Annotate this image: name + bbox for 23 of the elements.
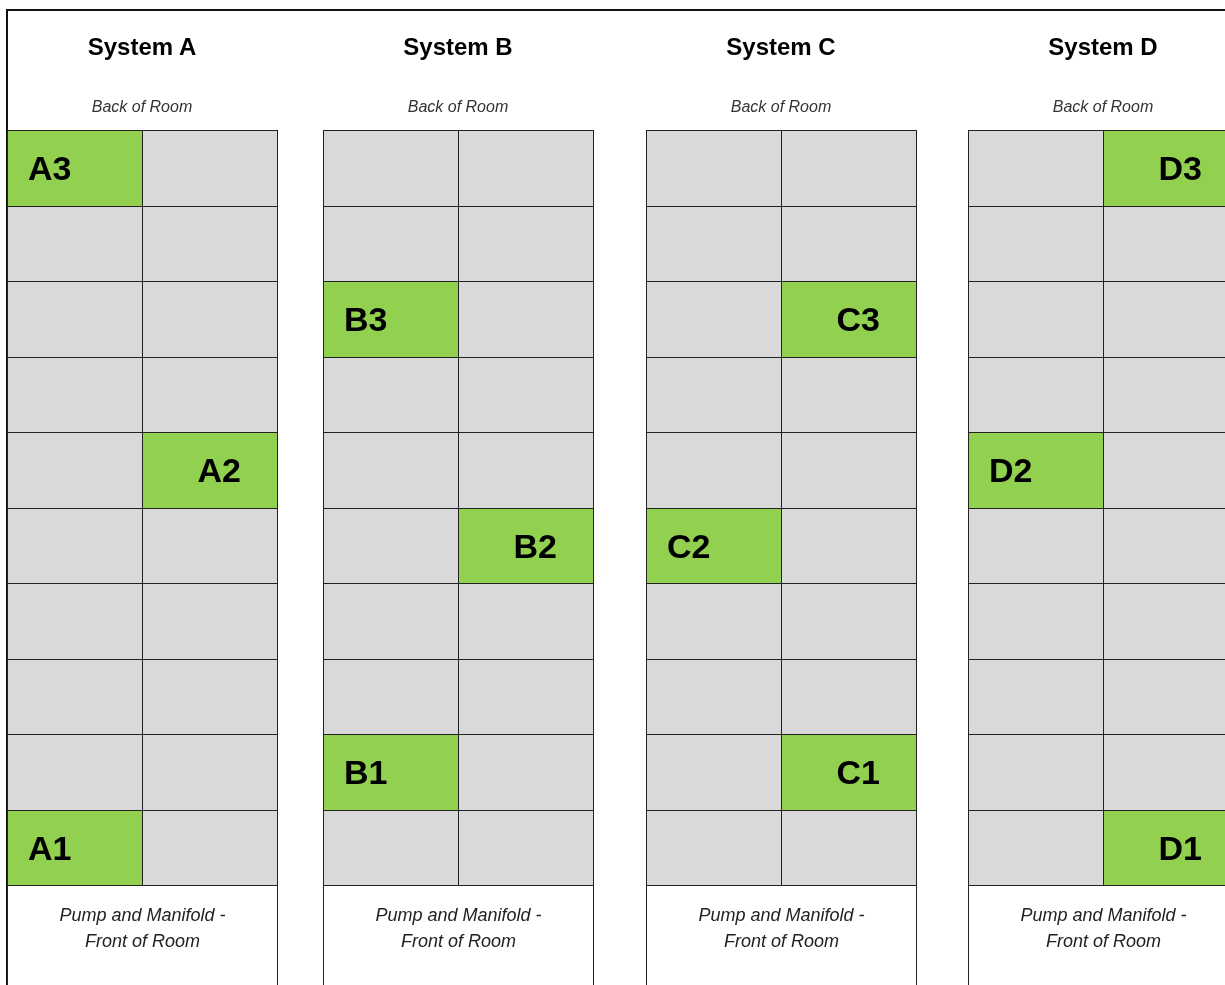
highlighted-cell: B3 bbox=[323, 281, 459, 358]
highlighted-cell: B2 bbox=[458, 507, 594, 584]
highlighted-cell: C2 bbox=[646, 507, 782, 584]
front-of-room-box: Pump and Manifold - Front of Room bbox=[7, 885, 278, 985]
highlighted-cell: C1 bbox=[781, 734, 917, 811]
column-title: System B bbox=[403, 32, 513, 62]
highlighted-cell: A3 bbox=[7, 130, 143, 207]
highlighted-cell: D2 bbox=[968, 432, 1104, 509]
highlighted-cell: A1 bbox=[7, 809, 143, 886]
highlighted-cell: D1 bbox=[1103, 809, 1225, 886]
highlighted-cell: A2 bbox=[142, 432, 278, 509]
front-of-room-box: Pump and Manifold - Front of Room bbox=[646, 885, 917, 985]
highlighted-cell: C3 bbox=[781, 281, 917, 358]
highlighted-cell: B1 bbox=[323, 734, 459, 811]
column-subtitle: Back of Room bbox=[91, 97, 193, 117]
column-title: System D bbox=[1048, 32, 1158, 62]
column-title: System A bbox=[87, 32, 197, 62]
column-title: System C bbox=[726, 32, 836, 62]
column-subtitle: Back of Room bbox=[1052, 97, 1154, 117]
front-of-room-box: Pump and Manifold - Front of Room bbox=[323, 885, 594, 985]
highlighted-cell: D3 bbox=[1103, 130, 1225, 207]
column-subtitle: Back of Room bbox=[730, 97, 832, 117]
column-subtitle: Back of Room bbox=[407, 97, 509, 117]
